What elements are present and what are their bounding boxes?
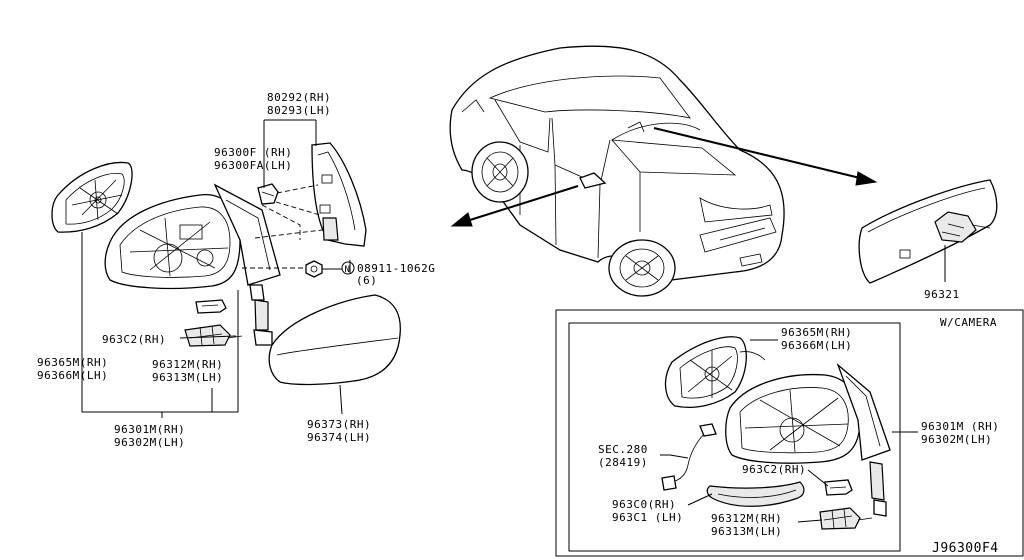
inside-mirror-label: 96321 xyxy=(924,288,960,301)
camera-harness-lh-label: 96313M(LH) xyxy=(711,525,782,538)
camera-harness-part xyxy=(819,507,873,530)
mirror-glass-part xyxy=(51,161,133,233)
camera-mirror-assy-rh-label: 96301M (RH) xyxy=(921,420,999,433)
screw-prefix-label: N xyxy=(345,265,351,275)
glass-lh-label: 96366M(LH) xyxy=(37,369,108,382)
camera-section-frame xyxy=(555,309,1024,557)
mirror-cap-part xyxy=(268,294,401,386)
assembly-guide-lines xyxy=(242,184,323,269)
diagram-id: J96300F4 xyxy=(932,541,999,556)
mirror-assy-rh-label: 96301M(RH) xyxy=(114,423,185,436)
harness-lh-label: 96313M(LH) xyxy=(152,371,223,384)
harness-rh-label: 96312M(RH) xyxy=(152,358,223,371)
camera-glass-rh-label: 96365M(RH) xyxy=(781,326,852,339)
camera-harness-rh-label: 96312M(RH) xyxy=(711,512,782,525)
screw-n-symbol: N xyxy=(341,261,355,275)
cover-clip-part xyxy=(257,183,279,205)
camera-section-title: W/CAMERA xyxy=(940,316,997,329)
sec-ref-number-label: (28419) xyxy=(598,456,648,469)
camera-side-lamp-part xyxy=(824,479,853,496)
screw-part xyxy=(305,260,323,278)
camera-glass-lh-label: 96366M(LH) xyxy=(781,339,852,352)
camera-cover-rh-label: 963C0(RH) xyxy=(612,498,676,511)
glass-rh-label: 96365M(RH) xyxy=(37,356,108,369)
cover-bracket-lh-label: 80293(LH) xyxy=(267,104,331,117)
sec-ref-label: SEC.280 xyxy=(598,443,648,456)
screw-qty-label: (6) xyxy=(356,274,377,287)
mirror-assembly-part xyxy=(104,183,281,346)
cover-bracket-part xyxy=(311,142,367,247)
cap-lh-label: 96374(LH) xyxy=(307,431,371,444)
cover-clip-rh-label: 96300F (RH) xyxy=(214,146,292,159)
camera-mirror-glass-part xyxy=(664,336,766,408)
harness-part xyxy=(184,324,243,347)
camera-cover-part xyxy=(706,481,805,507)
camera-side-lamp-label: 963C2(RH) xyxy=(742,463,806,476)
vehicle-illustration xyxy=(449,45,785,297)
side-lamp-label: 963C2(RH) xyxy=(102,333,166,346)
camera-unit-part xyxy=(661,423,717,491)
side-lamp-part xyxy=(195,299,227,314)
screw-label: 08911-1062G xyxy=(357,262,435,275)
camera-mirror-assy-lh-label: 96302M(LH) xyxy=(921,433,992,446)
mirror-assy-lh-label: 96302M(LH) xyxy=(114,436,185,449)
inside-mirror-part xyxy=(858,179,998,284)
camera-mirror-assembly-part xyxy=(725,362,891,517)
camera-cover-lh-label: 963C1 (LH) xyxy=(612,511,683,524)
location-arrows xyxy=(450,127,878,227)
cover-bracket-rh-label: 80292(RH) xyxy=(267,91,331,104)
cover-clip-lh-label: 96300FA(LH) xyxy=(214,159,292,172)
camera-leader-lines xyxy=(660,339,918,523)
cap-rh-label: 96373(RH) xyxy=(307,418,371,431)
